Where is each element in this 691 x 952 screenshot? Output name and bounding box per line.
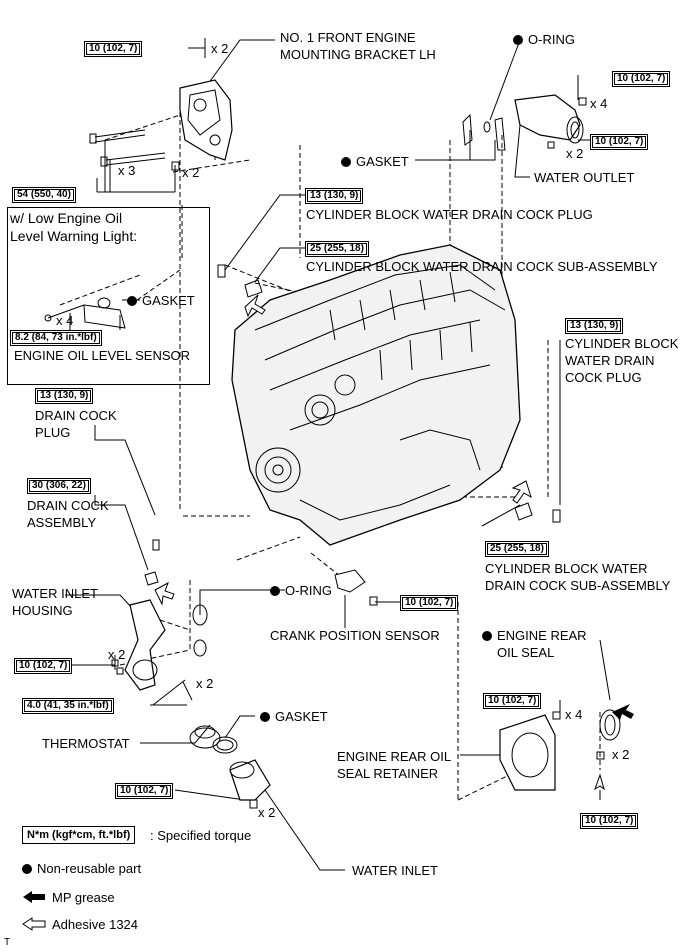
count-retainer-2: x 2 xyxy=(612,747,630,762)
count-bolts-3: x 3 xyxy=(118,163,136,178)
count-inset-4: x 4 xyxy=(56,313,74,328)
front-bracket-label-1: NO. 1 FRONT ENGINE xyxy=(280,30,416,45)
legend-non-reusable: Non-reusable part xyxy=(22,860,141,877)
count-outlet-4: x 4 xyxy=(590,96,608,111)
torque-cyl-plug-top: 13 (130, 9) xyxy=(305,188,364,204)
filled-arrow-icon xyxy=(23,891,45,903)
legend-torque-box: N*m (kgf*cm, ft.*lbf) xyxy=(22,826,136,844)
torque-cyl-plug-right: 13 (130, 9) xyxy=(565,318,624,334)
non-reusable-dot-icon xyxy=(341,157,351,167)
rear-retainer-label-2: SEAL RETAINER xyxy=(337,766,439,781)
torque-outlet-top: 10 (102, 7) xyxy=(612,71,671,87)
torque-cyl-sub-top: 25 (255, 18) xyxy=(305,241,369,257)
inset-title-1: w/ Low Engine Oil xyxy=(10,210,123,226)
non-reusable-dot-icon xyxy=(22,864,32,874)
torque-bracket-bolts: 54 (550, 40) xyxy=(12,187,76,203)
cyl-plug-right-label-2: WATER DRAIN xyxy=(565,353,655,368)
torque-outlet-bottom: 10 (102, 7) xyxy=(590,134,649,150)
count-retainer-4: x 4 xyxy=(565,707,583,722)
drain-cock-asm-label-1: DRAIN COCK xyxy=(27,498,109,513)
torque-stud: 4.0 (41, 35 in.*lbf) xyxy=(22,698,114,714)
water-inlet-label: WATER INLET xyxy=(352,863,438,878)
torque-drain-asm: 30 (306, 22) xyxy=(27,478,91,494)
drain-cock-plug-label-2: PLUG xyxy=(35,425,71,440)
oil-level-sensor-label: ENGINE OIL LEVEL SENSOR xyxy=(14,348,191,363)
torque-retainer-bottom: 10 (102, 7) xyxy=(580,813,639,829)
count-water-inlet: x 2 xyxy=(258,805,276,820)
cyl-plug-right-label-1: CYLINDER BLOCK xyxy=(565,336,679,351)
inset-title-2: Level Warning Light: xyxy=(10,228,138,244)
gasket-top-label: GASKET xyxy=(341,153,409,170)
inset-gasket-label: GASKET xyxy=(127,292,195,309)
non-reusable-dot-icon xyxy=(270,586,280,596)
torque-retainer: 10 (102, 7) xyxy=(483,693,542,709)
drain-cock-plug-label-1: DRAIN COCK xyxy=(35,408,117,423)
cyl-plug-top-label: CYLINDER BLOCK WATER DRAIN COCK PLUG xyxy=(306,207,593,222)
rear-oil-seal-label-2: OIL SEAL xyxy=(497,645,555,660)
inset-box xyxy=(7,207,210,385)
count-bracket-top: x 2 xyxy=(211,41,229,56)
rear-retainer-label-1: ENGINE REAR OIL xyxy=(337,749,452,764)
rear-oil-seal-label-1: ENGINE REAR xyxy=(482,627,587,644)
non-reusable-dot-icon xyxy=(482,631,492,641)
water-outlet-label: WATER OUTLET xyxy=(534,170,635,185)
count-outlet-2: x 2 xyxy=(566,146,584,161)
water-inlet-housing-label-2: HOUSING xyxy=(12,603,73,618)
legend-adhesive: Adhesive 1324 xyxy=(22,916,138,933)
torque-inset-sensor: 8.2 (84, 73 in.*lbf) xyxy=(10,330,102,346)
non-reusable-dot-icon xyxy=(260,712,270,722)
count-inlet-housing: x 2 xyxy=(108,647,126,662)
thermostat-label: THERMOSTAT xyxy=(42,736,130,751)
drain-cock-asm-label-2: ASSEMBLY xyxy=(27,515,97,530)
oring-top-label: O-RING xyxy=(513,31,575,48)
torque-water-inlet: 10 (102, 7) xyxy=(115,783,174,799)
gasket-thermo-label: GASKET xyxy=(260,708,328,725)
cyl-sub-right-label-2: DRAIN COCK SUB-ASSEMBLY xyxy=(485,578,671,593)
cyl-sub-right-label-1: CYLINDER BLOCK WATER xyxy=(485,561,648,576)
cyl-sub-top-label: CYLINDER BLOCK WATER DRAIN COCK SUB-ASSE… xyxy=(306,259,658,274)
oring-mid-label: O-RING xyxy=(270,582,332,599)
torque-cyl-sub-right: 25 (255, 18) xyxy=(485,541,549,557)
non-reusable-dot-icon xyxy=(127,296,137,306)
count-stud: x 2 xyxy=(196,676,214,691)
torque-bracket-top: 10 (102, 7) xyxy=(84,41,143,57)
non-reusable-dot-icon xyxy=(513,35,523,45)
legend-torque-text: : Specified torque xyxy=(150,828,252,843)
outline-arrow-icon xyxy=(22,917,46,931)
torque-drain-plug: 13 (130, 9) xyxy=(35,388,94,404)
legend-mp-grease: MP grease xyxy=(22,889,115,906)
cyl-plug-right-label-3: COCK PLUG xyxy=(565,370,642,385)
corner-mark: T xyxy=(4,937,11,948)
front-bracket-label-2: MOUNTING BRACKET LH xyxy=(280,47,436,62)
count-bolts-2: x 2 xyxy=(182,165,200,180)
water-inlet-housing-label-1: WATER INLET xyxy=(12,586,98,601)
torque-inlet-housing: 10 (102, 7) xyxy=(14,658,73,674)
crank-sensor-label: CRANK POSITION SENSOR xyxy=(270,628,440,643)
torque-crank: 10 (102, 7) xyxy=(400,595,459,611)
